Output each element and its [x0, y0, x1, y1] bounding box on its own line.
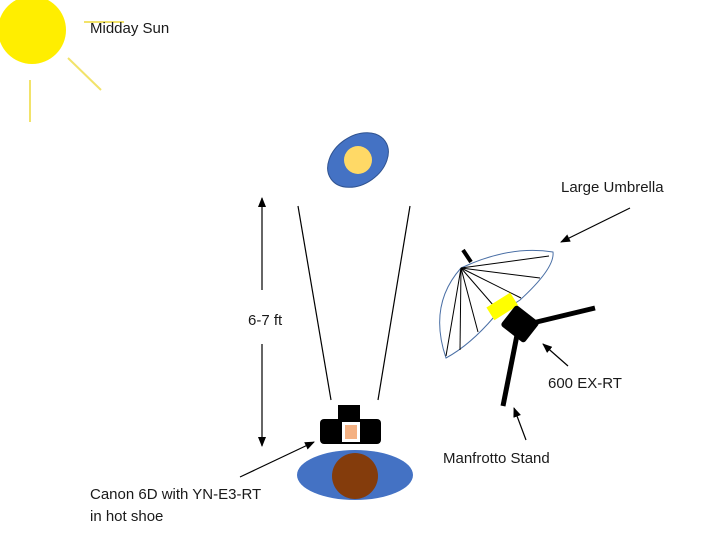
stand-arrow — [513, 407, 527, 441]
subject-head — [332, 453, 378, 499]
camera-label-line2: in hot shoe — [90, 508, 164, 525]
stand-label: Manfrotto Stand — [443, 450, 550, 467]
sun-disc — [0, 0, 66, 64]
stand-leg-down — [500, 329, 521, 407]
sun-label: Midday Sun — [90, 20, 170, 37]
umbrella-tip — [461, 248, 473, 264]
umbrella-label: Large Umbrella — [561, 179, 664, 196]
flash-arrow — [542, 343, 569, 367]
distance-label: 6-7 ft — [248, 312, 283, 329]
camera-icon — [320, 405, 381, 444]
camera-label: Canon 6D with YN-E3-RT in hot shoe — [90, 484, 261, 528]
reflector-spot — [344, 146, 372, 174]
overhead-reflector-icon — [327, 132, 389, 188]
flash-label: 600 EX-RT — [548, 375, 622, 392]
camera-label-line1: Canon 6D with YN-E3-RT — [90, 486, 262, 503]
subject-icon — [297, 450, 413, 500]
sun-ray-diagonal — [67, 57, 102, 91]
umbrella-arrow — [560, 207, 631, 243]
light-line-right — [377, 205, 411, 401]
camera-prism — [338, 405, 360, 421]
camera-arrow — [239, 441, 315, 478]
flash-head — [486, 292, 519, 321]
flash-body — [501, 305, 539, 343]
camera-lcd — [345, 425, 357, 439]
light-line-left — [297, 205, 332, 401]
sun-icon — [0, 0, 124, 122]
flash-icon — [486, 292, 539, 343]
